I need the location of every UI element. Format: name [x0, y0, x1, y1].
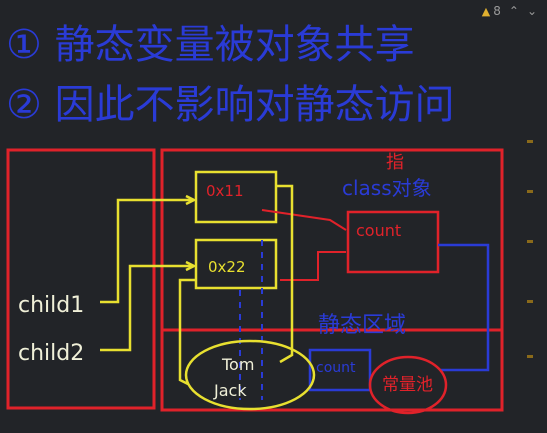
count-label: count: [356, 221, 401, 240]
jack-string: Jack: [213, 381, 247, 400]
scrollbar-markers[interactable]: [527, 130, 533, 390]
stack-region: [6, 148, 156, 410]
note-line-2: ② 因此不影响对静态访问: [6, 82, 455, 128]
obj1-to-count-arrow: [261, 209, 347, 231]
chevron-down-icon[interactable]: ⌄: [526, 4, 537, 18]
constant-pool-ellipse: [368, 355, 448, 415]
object-box-1: [194, 170, 278, 224]
heap-region: [160, 148, 504, 412]
tom-string: Tom: [221, 355, 254, 374]
count-to-static-link: [438, 243, 490, 372]
child1-label: child1: [18, 293, 84, 318]
constant-pool-label: 常量池: [382, 375, 433, 395]
editor-toolbar: ▲ 8 ⌃ ⌄: [417, 0, 547, 22]
static-count-box: [308, 348, 372, 392]
child1-arrow: [100, 198, 194, 304]
count-box: [346, 210, 440, 274]
obj2-to-count-arrow: [280, 251, 346, 281]
static-area-label: 静态区域: [318, 313, 406, 338]
string-pool-ellipse: [184, 339, 316, 411]
note-line-1: ① 静态变量被对象共享: [6, 22, 415, 68]
obj1-name-arrow: [276, 184, 294, 364]
chevron-up-icon[interactable]: ⌃: [508, 4, 519, 18]
heap-pointer-label: 指: [386, 152, 404, 173]
static-count-label: count: [316, 360, 356, 376]
object-1-address: 0x11: [206, 182, 244, 200]
warning-count: 8: [493, 4, 501, 18]
warning-triangle-icon: ▲: [481, 4, 491, 18]
obj2-name-arrow: [178, 278, 196, 386]
static-links: [239, 240, 263, 400]
child2-arrow: [100, 264, 194, 352]
object-2-address: 0x22: [208, 258, 246, 276]
child2-label: child2: [18, 341, 84, 366]
object-box-2: [194, 238, 278, 290]
class-object-label: class对象: [342, 176, 432, 200]
warning-indicator[interactable]: ▲ 8: [482, 4, 501, 18]
